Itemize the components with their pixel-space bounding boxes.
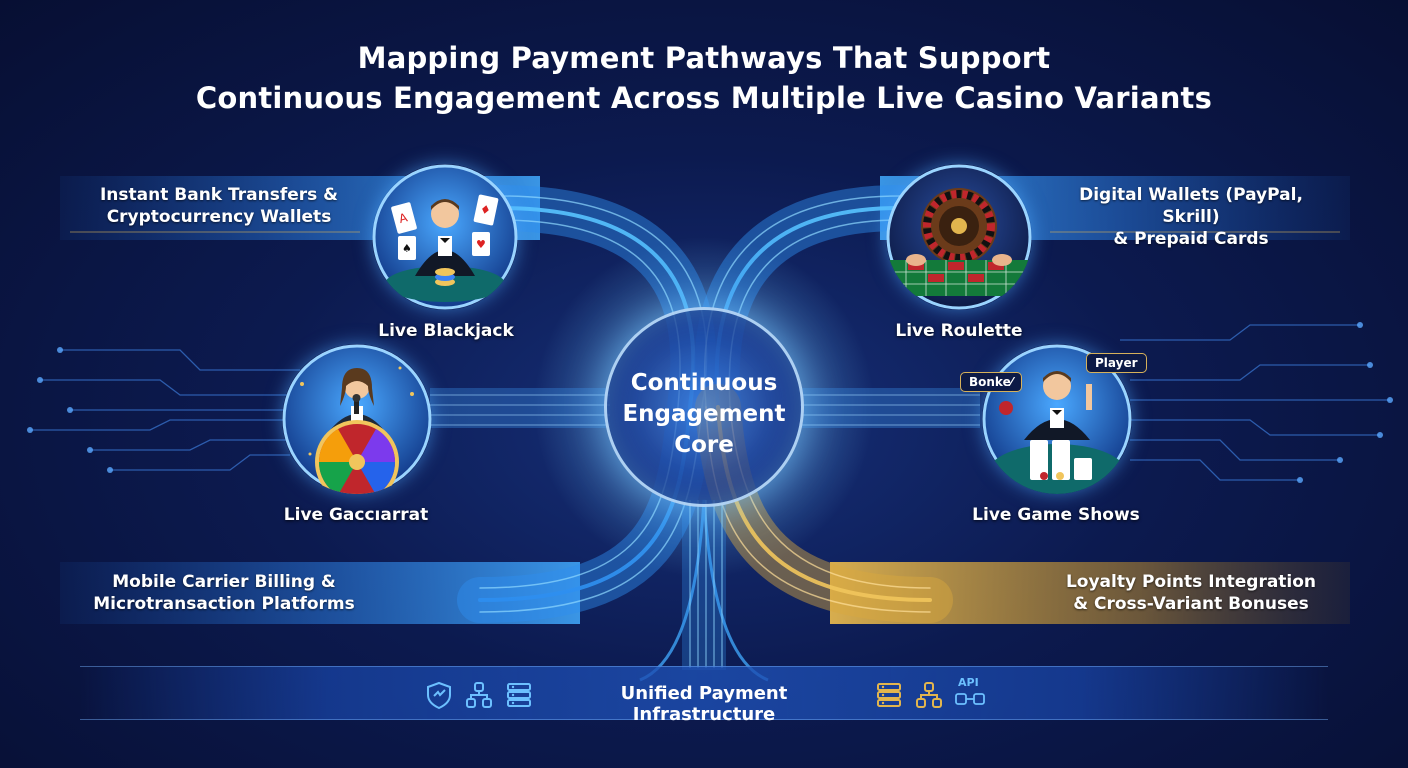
payment-method-top-left: Instant Bank Transfers & Cryptocurrency …	[99, 185, 339, 227]
band-bottom-left	[60, 562, 580, 624]
band-bottom-right	[830, 562, 1350, 624]
title-line-1: Mapping Payment Pathways That Support	[357, 41, 1051, 75]
engagement-core-label: Continuous Engagement Core	[622, 370, 786, 458]
engagement-core-circle	[604, 307, 804, 507]
network-icon	[466, 682, 492, 708]
svg-text:♦: ♦	[479, 202, 492, 218]
shield-icon	[427, 681, 451, 710]
payment-method-bottom-left: Mobile Carrier Billing & Microtransactio…	[93, 572, 355, 614]
variant-label-roulette: Live Roulette	[895, 321, 1023, 341]
variant-label-game-shows: Live Game Shows	[972, 505, 1140, 525]
banker-bubble: Bonke⁄	[960, 372, 1022, 392]
player-bubble: Player	[1086, 353, 1147, 373]
svg-text:♥: ♥	[476, 238, 486, 251]
circuit-traces-right	[1120, 324, 1390, 481]
payment-method-bottom-right: Loyalty Points Integration & Cross-Varia…	[1065, 572, 1317, 614]
server-icon	[507, 683, 531, 707]
payment-method-top-right: Digital Wallets (PayPal, Skrill) & Prepa…	[1079, 185, 1303, 249]
roulette-medallion	[886, 164, 1032, 310]
core-connectors	[430, 388, 980, 428]
network-icon	[916, 682, 942, 708]
baccarat-medallion	[282, 344, 432, 494]
variant-label-baccarat: Live Gaccıarrat	[283, 505, 429, 525]
circuit-traces-left	[30, 349, 300, 471]
api-icon: API	[952, 676, 988, 710]
svg-text:♠: ♠	[402, 242, 412, 255]
blackjack-medallion: A ♦ ♠ ♥	[372, 164, 518, 310]
infrastructure-bar	[80, 666, 1328, 720]
page-title: Mapping Payment Pathways That Support Co…	[0, 38, 1408, 118]
server-icon	[877, 683, 901, 707]
variant-label-blackjack: Live Blackjack	[378, 321, 514, 341]
title-line-2: Continuous Engagement Across Multiple Li…	[195, 81, 1213, 115]
infrastructure-label: Unified Payment Infrastructure	[620, 683, 788, 725]
